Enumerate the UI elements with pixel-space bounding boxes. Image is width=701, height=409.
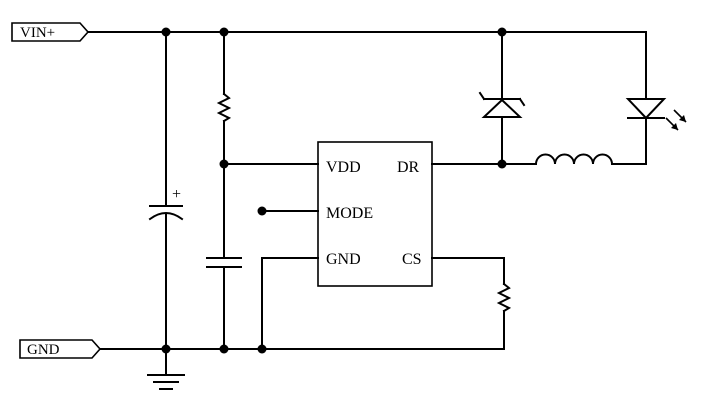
capacitor-polarity-mark: + [172, 186, 181, 203]
light-emission-arrows-icon [665, 109, 687, 131]
gnd-port: GND [19, 339, 102, 359]
inductor [501, 153, 647, 166]
junction-dot [161, 344, 171, 354]
pin-dr-label: DR [397, 159, 420, 176]
gnd-port-label: GND [27, 342, 60, 358]
zener-diode [478, 31, 526, 165]
ic-gnd-wire [261, 257, 319, 350]
junction-dots [161, 27, 507, 354]
junction-dot [257, 344, 267, 354]
junction-dot [497, 27, 507, 37]
vin-port: VIN+ [11, 22, 90, 42]
pin-vdd-label: VDD [326, 159, 361, 176]
vdd-capacitor [206, 163, 242, 350]
pin-gnd-label: GND [326, 251, 361, 268]
led [625, 31, 687, 165]
junction-dot [219, 344, 229, 354]
junction-dot [497, 159, 507, 169]
ground-symbol [147, 348, 185, 390]
controller-ic: VDD DR MODE GND CS [317, 141, 433, 287]
vdd-resistor [216, 31, 232, 165]
pin-cs-label: CS [402, 251, 422, 268]
vin-port-label: VIN+ [20, 25, 55, 41]
junction-dot [161, 27, 171, 37]
bulk-capacitor: + [148, 31, 184, 350]
mode-terminal-dot [257, 206, 267, 216]
sense-resistor [431, 257, 512, 350]
pin-mode-label: MODE [326, 205, 373, 222]
junction-dot [219, 159, 229, 169]
junction-dot [219, 27, 229, 37]
